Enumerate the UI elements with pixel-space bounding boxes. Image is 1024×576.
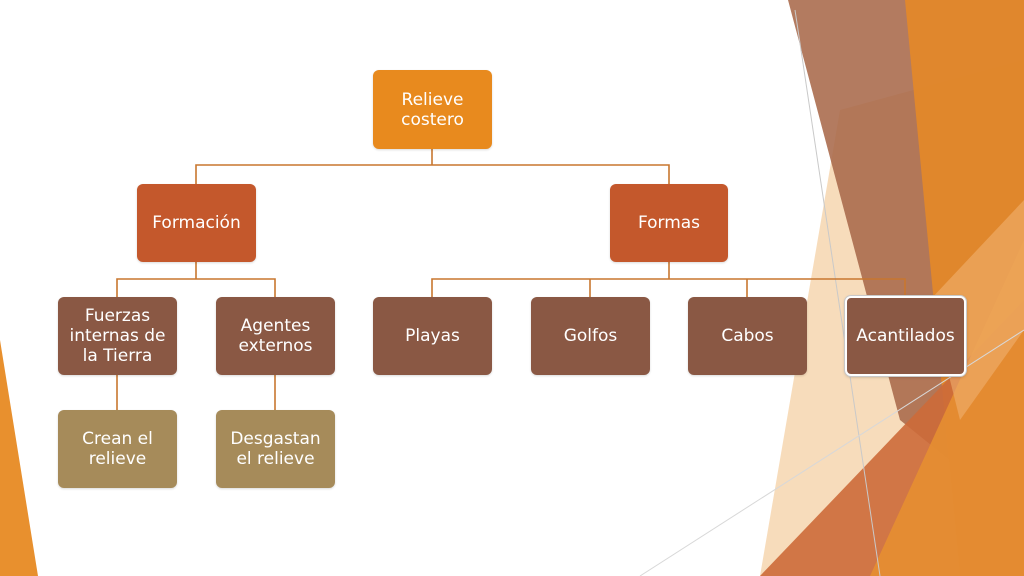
connector-formacion-bar (116, 278, 276, 297)
node-acantilados[interactable]: Acantilados (845, 296, 966, 376)
node-fuerzas-internas[interactable]: Fuerzas internas de la Tierra (58, 297, 177, 375)
node-agentes-externos[interactable]: Agentes externos (216, 297, 335, 375)
node-golfos[interactable]: Golfos (531, 297, 650, 375)
node-playas[interactable]: Playas (373, 297, 492, 375)
left-accent-triangle (0, 340, 38, 576)
thin-accent-line (794, 9, 881, 576)
node-formacion[interactable]: Formación (137, 184, 256, 262)
node-crean-relieve[interactable]: Crean el relieve (58, 410, 177, 488)
node-relieve-costero[interactable]: Relieve costero (373, 70, 492, 149)
node-cabos[interactable]: Cabos (688, 297, 807, 375)
node-formas[interactable]: Formas (610, 184, 728, 262)
node-desgastan-relieve[interactable]: Desgastan el relieve (216, 410, 335, 488)
connector-level1-bar (195, 164, 670, 184)
connector-formas-bar (431, 278, 906, 297)
